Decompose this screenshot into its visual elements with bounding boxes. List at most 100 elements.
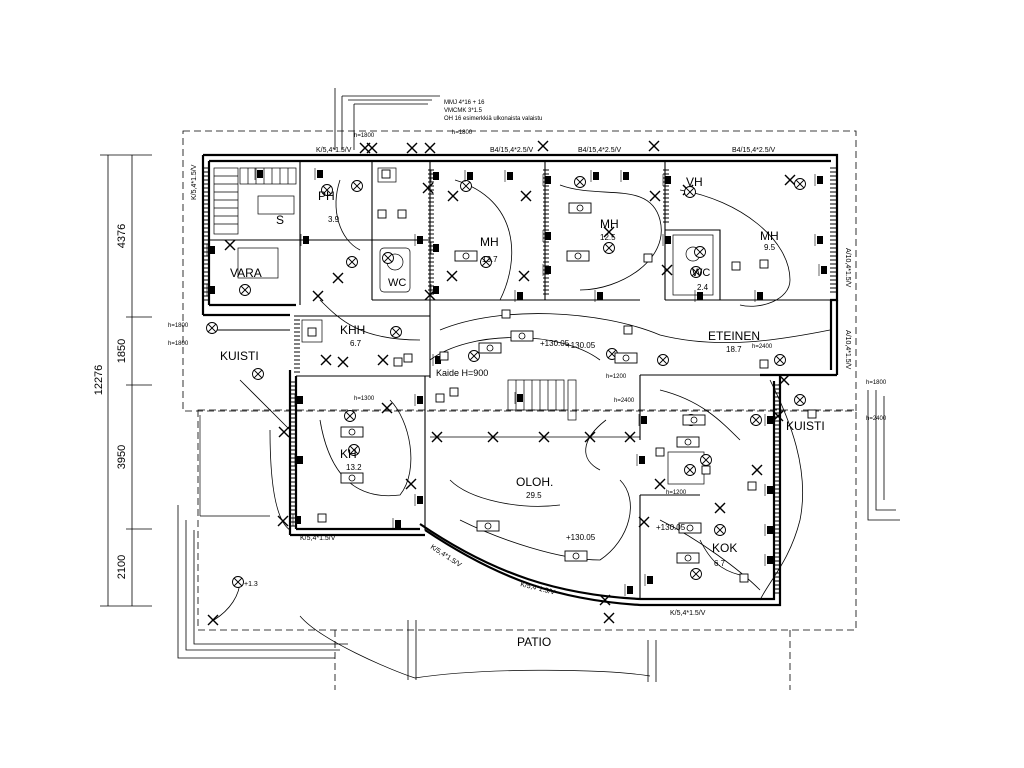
socket-outlet-icon [764, 414, 773, 426]
light-point-icon [390, 326, 402, 338]
switch-box-icon [807, 409, 817, 419]
light-point-icon [460, 180, 472, 192]
dimension-label: 3950 [116, 445, 128, 469]
light-point-icon [321, 184, 333, 196]
switch-box-icon [393, 357, 403, 367]
fluorescent-light-icon [454, 250, 478, 262]
level-annotation: +130.05 [566, 341, 596, 350]
switch-box-icon [701, 465, 711, 475]
socket-outlet-icon [294, 454, 303, 466]
ceiling-light-icon [422, 182, 434, 194]
room-name: KOK [712, 541, 737, 555]
socket-outlet-icon [414, 494, 423, 506]
ceiling-light-icon [366, 142, 378, 154]
ceiling-light-icon [714, 502, 726, 514]
cable-label: B4/15,4*2.5/V [578, 147, 622, 154]
socket-outlet-icon [590, 170, 599, 182]
socket-outlet-icon [764, 554, 773, 566]
fluorescent-light-icon [566, 250, 590, 262]
dimension-label: 1850 [116, 339, 128, 363]
switch-box-icon [449, 387, 459, 397]
switch-box-icon [317, 513, 327, 523]
ceiling-light-icon [751, 464, 763, 476]
light-point-icon [344, 410, 356, 422]
socket-outlet-icon [814, 234, 823, 246]
socket-outlet-icon [300, 234, 309, 246]
cable-label: K/5,4*1.5/V [520, 581, 556, 596]
room-name: KHH [340, 323, 365, 337]
cable-label: K/5,4*1.5/V [670, 610, 706, 617]
room-area: 13.7 [482, 255, 498, 264]
room-area: 29.5 [526, 491, 542, 500]
cable-label: K/5,4*1.5/V [300, 535, 336, 542]
dimension-label: 12276 [93, 365, 105, 396]
cable-label: A/10,4*1.5/V [844, 248, 851, 288]
socket-outlet-icon [542, 230, 551, 242]
light-point-icon [574, 176, 586, 188]
ceiling-light-icon [447, 190, 459, 202]
ceiling-light-icon [337, 356, 349, 368]
cable-label: K/5,4*1.5/V [191, 164, 198, 200]
socket-outlet-icon [432, 354, 441, 366]
socket-outlet-icon [414, 394, 423, 406]
socket-outlet-icon [314, 168, 323, 180]
ceiling-light-icon [661, 264, 673, 276]
fluorescent-light-icon [614, 352, 638, 364]
ceiling-light-icon [381, 402, 393, 414]
level-annotation: +1.3 [244, 581, 258, 588]
socket-outlet-icon [292, 514, 301, 526]
note-line: MMJ 4*16 + 16 [444, 100, 485, 106]
cable-label: B4/15,4*2.5/V [490, 147, 534, 154]
light-point-icon [794, 178, 806, 190]
room-name: KUISTI [786, 419, 825, 433]
ceiling-light-icon [332, 272, 344, 284]
dimension-label: 2100 [116, 555, 128, 579]
light-point-icon [750, 414, 762, 426]
fluorescent-light-icon [678, 522, 702, 534]
light-point-icon [239, 284, 251, 296]
room-area: 6.7 [714, 559, 726, 568]
ceiling-light-icon [320, 354, 332, 366]
light-point-icon [774, 354, 786, 366]
height-annotation: h=1800 [168, 341, 189, 347]
light-point-icon [252, 368, 264, 380]
sauna-benches [213, 167, 297, 235]
ceiling-light-icon [224, 239, 236, 251]
light-point-icon [206, 322, 218, 334]
height-annotation: h=1800 [866, 380, 887, 386]
fluorescent-light-icon [340, 426, 364, 438]
switch-box-icon [381, 169, 391, 179]
fluorescent-light-icon [564, 550, 588, 562]
room-name: OLOH. [516, 475, 553, 489]
socket-outlet-icon [644, 574, 653, 586]
light-point-icon [348, 444, 360, 456]
socket-outlet-icon [694, 290, 703, 302]
room-name: KUISTI [220, 349, 259, 363]
room-area: 13.2 [346, 463, 362, 472]
socket-outlet-icon [818, 264, 827, 276]
fluorescent-light-icon [476, 520, 500, 532]
dimension-chain: 12276 4376 1850 3950 2100 [93, 154, 152, 607]
ceiling-light-icon [431, 431, 443, 443]
wiring [213, 179, 831, 621]
room-area: 6.7 [350, 339, 362, 348]
fluorescent-light-icon [340, 472, 364, 484]
note-line: OH 16 esimerkkiä ulkonaista valaistu [444, 116, 542, 122]
feed-cables [177, 88, 900, 682]
ceiling-light-icon [648, 140, 660, 152]
ceiling-light-icon [537, 140, 549, 152]
room-name: WC [692, 267, 710, 279]
height-annotation: h=1300 [354, 396, 375, 402]
ceiling-light-icon [312, 290, 324, 302]
ceiling-light-icon [603, 226, 615, 238]
room-area: 18.7 [726, 345, 742, 354]
switch-box-icon [739, 573, 749, 583]
socket-outlet-icon [414, 234, 423, 246]
ceiling-light-icon [277, 515, 289, 527]
socket-outlet-icon [206, 284, 215, 296]
electrical-symbols [206, 140, 827, 626]
room-name: VARA [230, 266, 262, 280]
room-labels: KUISTI VARA S PH 3.9 WC KHH 6.7 MH 13.7 … [220, 175, 825, 649]
socket-outlet-icon [542, 174, 551, 186]
